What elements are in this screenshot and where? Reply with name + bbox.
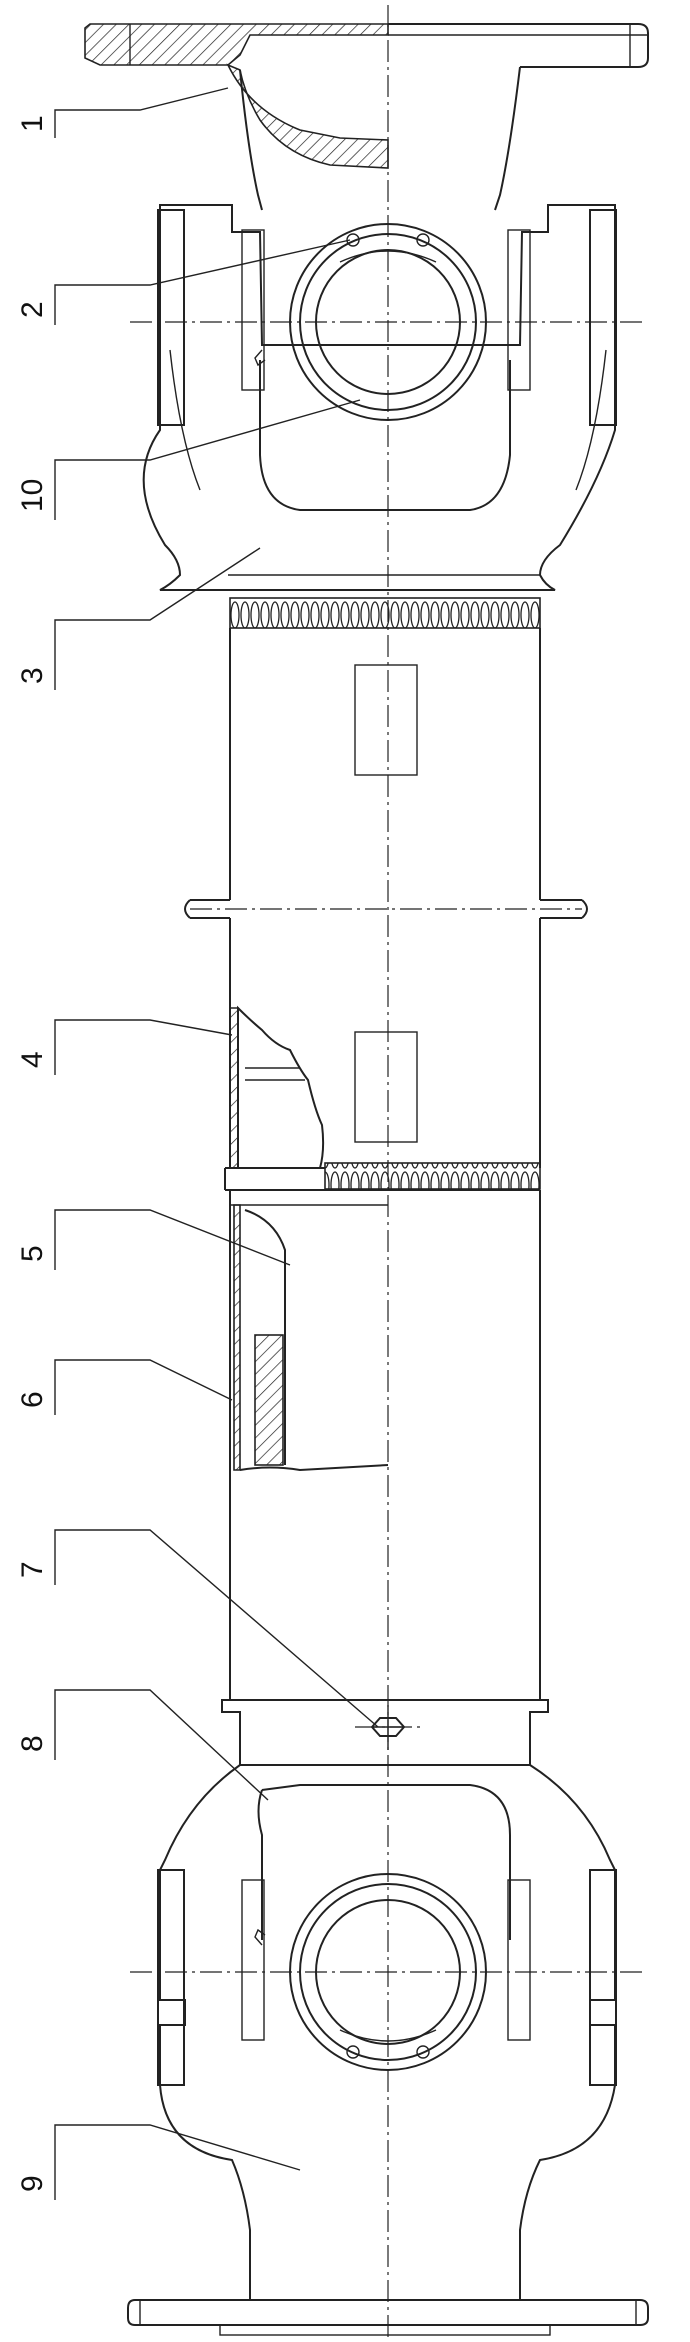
label-3: 3 — [16, 667, 49, 684]
bottom-flange — [127, 2299, 649, 2336]
label-9: 9 — [16, 2175, 49, 2192]
label-4: 4 — [16, 1051, 49, 1068]
bottom-yoke — [157, 1699, 617, 2301]
label-5: 5 — [16, 1245, 49, 1262]
label-6: 6 — [16, 1391, 49, 1408]
label-10: 10 — [16, 479, 49, 512]
label-8: 8 — [16, 1735, 49, 1752]
weld-collar — [224, 1167, 540, 1191]
label-7: 7 — [16, 1561, 49, 1578]
weld-middle — [324, 1162, 541, 1190]
label-1: 1 — [16, 115, 49, 132]
callout-labels: 1 2 10 3 4 5 6 7 8 9 — [16, 115, 49, 2192]
centerlines — [130, 5, 645, 2340]
top-flange — [84, 23, 649, 211]
weld-top — [229, 597, 541, 629]
leaders — [54, 87, 379, 2200]
spline-section — [229, 1190, 541, 1700]
label-2: 2 — [16, 301, 49, 318]
tube-cutaway — [229, 1005, 325, 1169]
top-yoke — [142, 204, 617, 591]
